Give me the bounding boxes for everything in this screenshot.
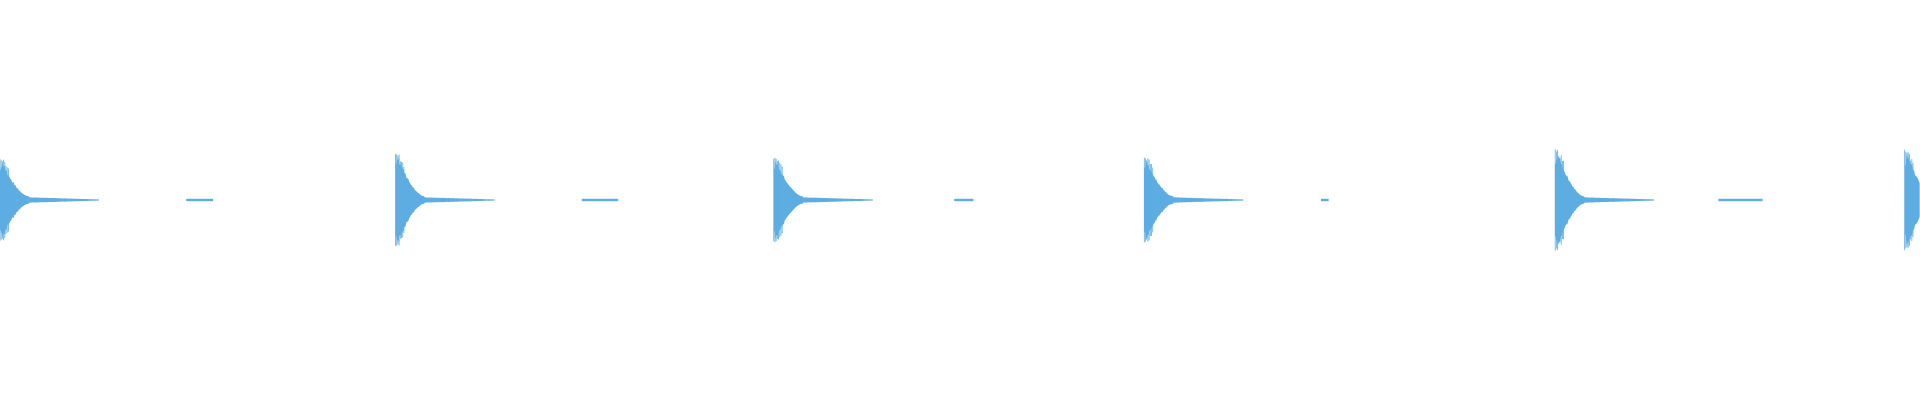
waveform-hit-envelope (1144, 159, 1244, 241)
waveform-noise-burst (1718, 198, 1763, 202)
waveform-noise-burst (581, 198, 619, 202)
waveform-hit (1904, 149, 1920, 251)
waveform-hit (1554, 149, 1655, 251)
waveform-hit-envelope (0, 164, 99, 236)
waveform-hit-envelope (773, 161, 873, 239)
waveform-hit (0, 159, 99, 241)
waveform-hit-envelope (1555, 155, 1655, 245)
waveform-hit (773, 157, 873, 243)
waveform-noise-burst (954, 198, 974, 202)
waveform-hit-envelope (395, 158, 495, 242)
waveform-hit (1143, 157, 1244, 243)
waveform-noise-burst (1320, 198, 1329, 202)
waveform-noise-burst (186, 198, 214, 202)
waveform-hit (395, 153, 495, 247)
